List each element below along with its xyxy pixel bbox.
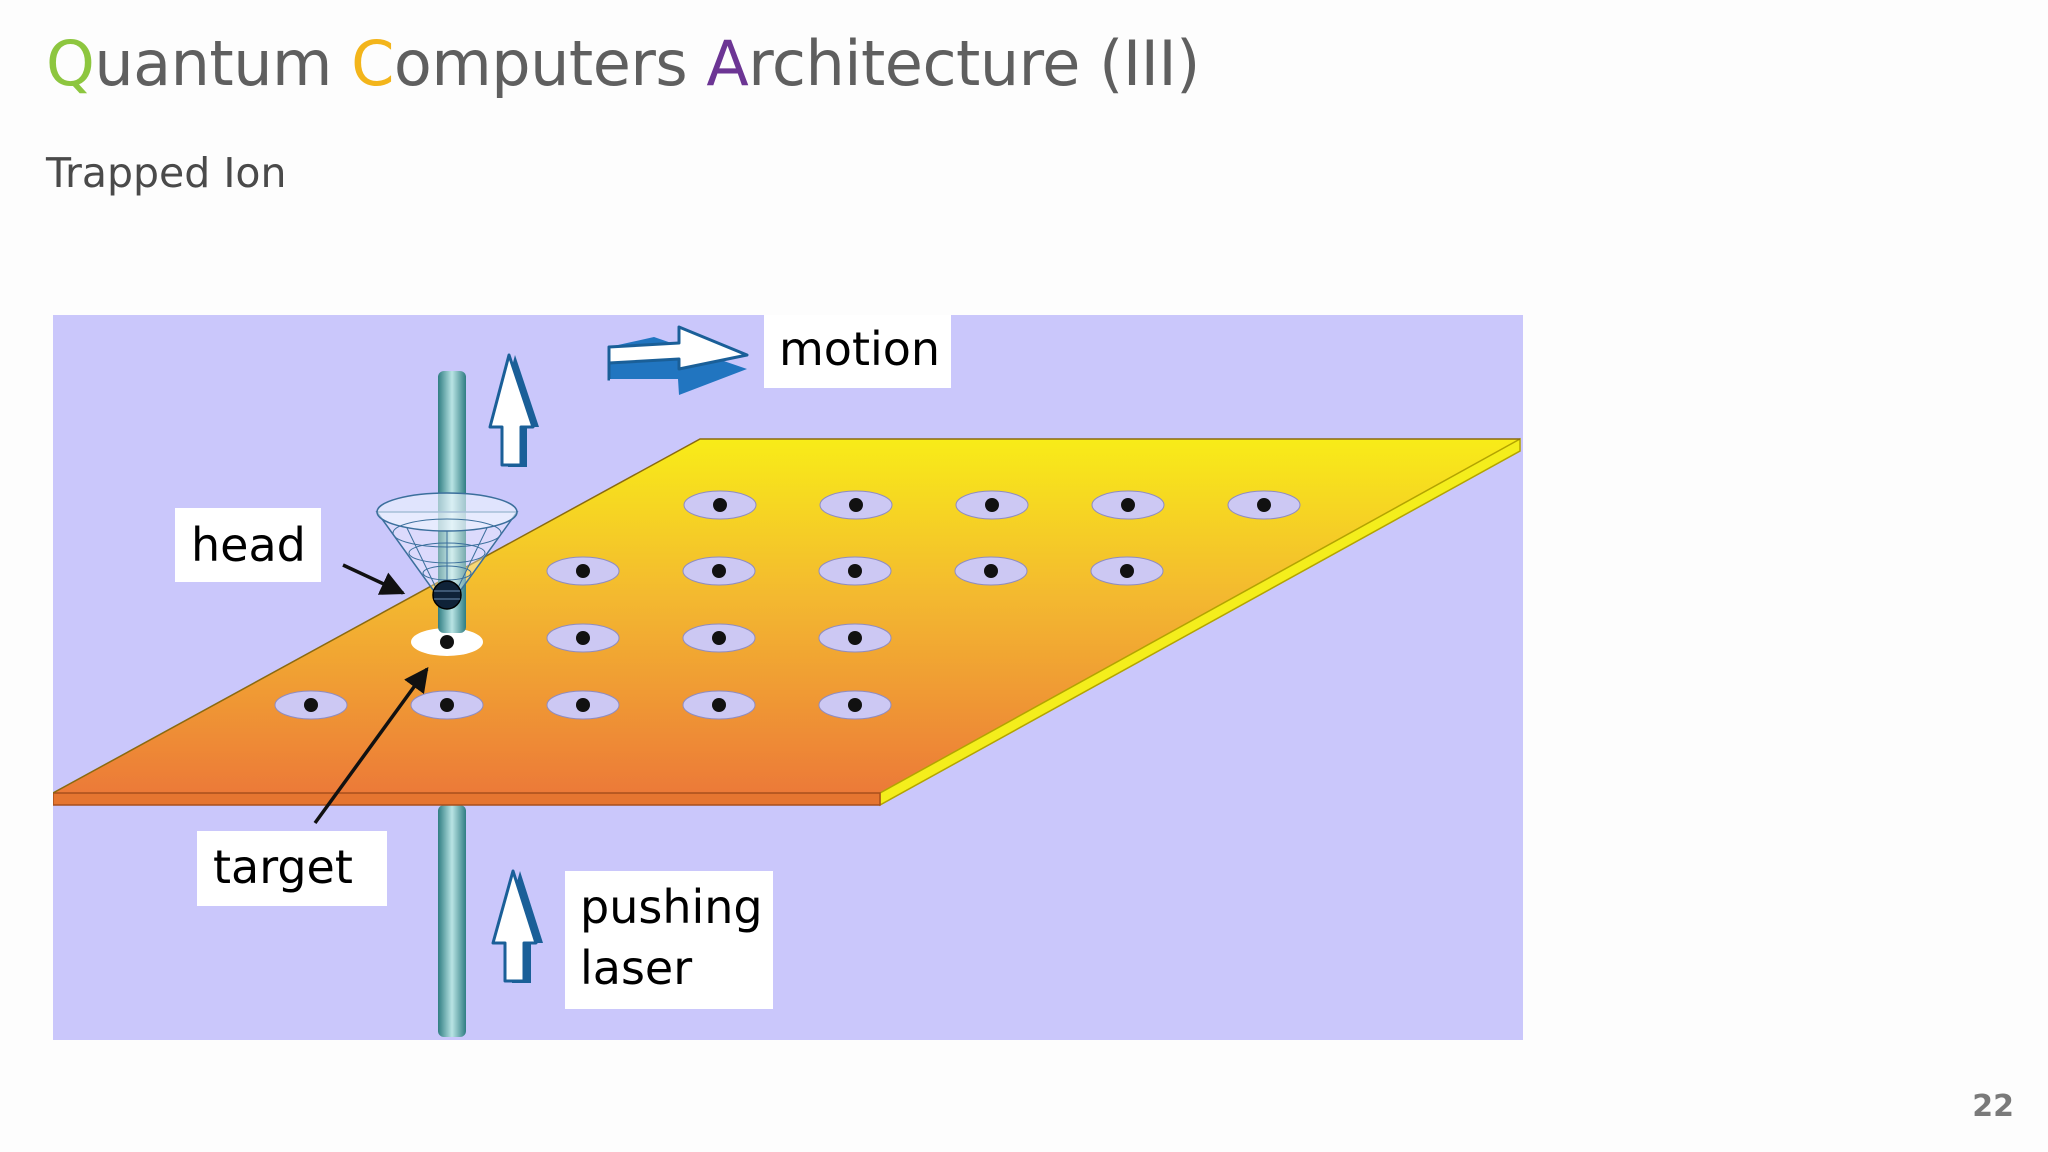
ion (304, 698, 318, 712)
laser-label: laser (580, 941, 692, 995)
plate-front-edge (53, 792, 881, 806)
head-cone (375, 492, 519, 610)
head-label-box: head (175, 508, 321, 582)
target-label: target (213, 840, 353, 894)
motion-label: motion (779, 322, 940, 376)
title-initial-a: A (706, 27, 749, 100)
title-word-architecture: rchitecture (III) (748, 27, 1200, 100)
title-word-computers: omputers (393, 27, 707, 100)
ion (1121, 498, 1135, 512)
motion-up-arrow (488, 353, 539, 467)
trapped-ion-diagram-svg: motion head target pushing laser (53, 315, 1523, 1040)
ion (985, 498, 999, 512)
title-initial-q: Q (46, 27, 95, 100)
ion (713, 498, 727, 512)
ion (984, 564, 998, 578)
ion (712, 631, 726, 645)
target-label-box: target (197, 831, 387, 906)
ion (440, 698, 454, 712)
title-initial-c: C (351, 27, 394, 100)
ion-grid (274, 490, 1301, 720)
slide-subtitle: Trapped Ion (46, 149, 287, 197)
ion (849, 498, 863, 512)
ion (576, 698, 590, 712)
slide-title: Quantum Computers Architecture (III) (46, 22, 1200, 106)
ion (848, 631, 862, 645)
target-pointer-arrow (313, 667, 429, 825)
pushing-laser-arrow (491, 869, 543, 983)
trapped-ion-diagram: motion head target pushing laser (53, 315, 1523, 1040)
ion (1120, 564, 1134, 578)
laser-beam-lower (438, 805, 466, 1037)
title-word-quantum: uantum (94, 27, 352, 100)
ion (712, 564, 726, 578)
ion (576, 631, 590, 645)
ion (848, 698, 862, 712)
motion-right-arrow (607, 325, 749, 395)
page-number: 22 (1972, 1089, 2014, 1124)
ion (1257, 498, 1271, 512)
ion (848, 564, 862, 578)
head-pointer-arrow (342, 563, 406, 595)
ion (712, 698, 726, 712)
motion-label-box: motion (764, 315, 951, 388)
ion (576, 564, 590, 578)
target-ion (440, 635, 454, 649)
head-label: head (191, 518, 306, 572)
pushing-label: pushing (580, 880, 763, 934)
head-tip (432, 580, 462, 610)
pushing-laser-label-box: pushing laser (565, 871, 773, 1009)
